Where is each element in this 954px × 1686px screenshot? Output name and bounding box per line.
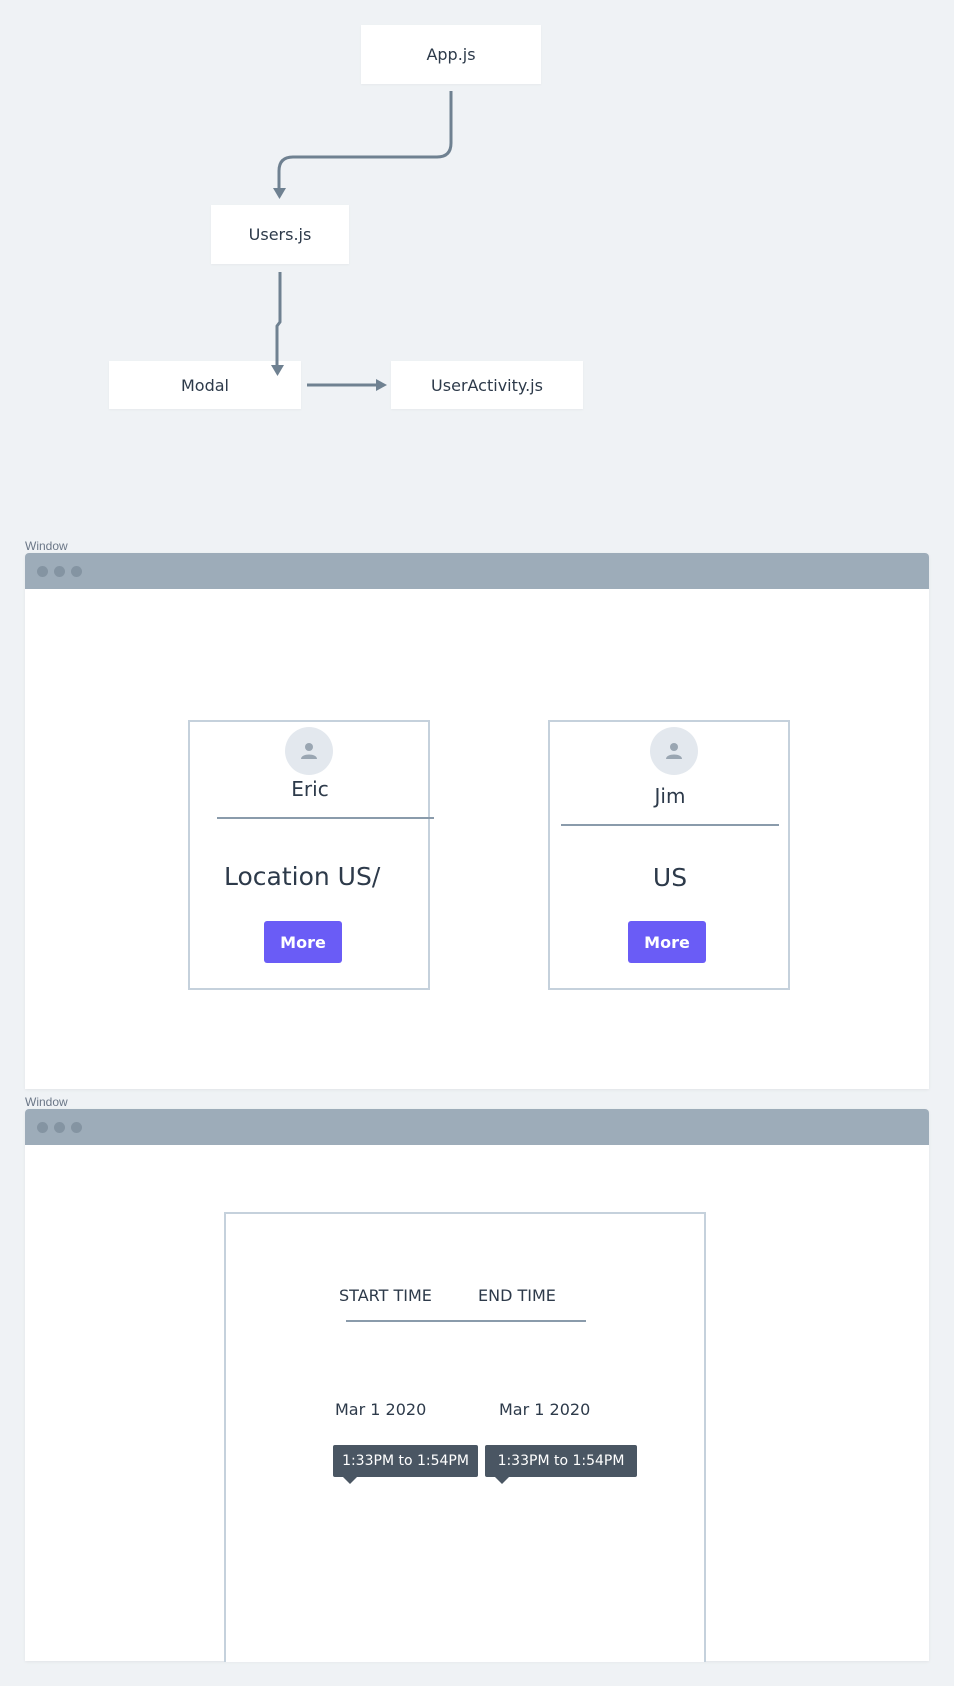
user-location: US [652, 863, 688, 892]
window-control-dot[interactable] [71, 1122, 82, 1133]
window-control-dot[interactable] [37, 1122, 48, 1133]
card-divider [217, 817, 434, 819]
arrow-icon [376, 379, 387, 391]
node-app-js: App.js [361, 25, 541, 84]
more-button[interactable]: More [628, 921, 706, 963]
avatar [650, 727, 698, 775]
user-name: Eric [291, 777, 329, 801]
window-caption: Window [25, 1095, 68, 1109]
window-activity: START TIME END TIME Mar 1 2020 Mar 1 202… [25, 1109, 929, 1662]
window-control-dot[interactable] [71, 566, 82, 577]
window-titlebar [25, 1109, 929, 1145]
end-time-header: END TIME [478, 1286, 556, 1305]
node-users-js: Users.js [211, 205, 349, 264]
header-divider [346, 1320, 586, 1322]
node-modal: Modal [109, 361, 301, 409]
arrow-icon [273, 188, 286, 199]
start-date: Mar 1 2020 [335, 1400, 427, 1419]
user-name: Jim [654, 784, 686, 808]
time-range-tooltip: 1:33PM to 1:54PM [485, 1445, 637, 1484]
avatar [285, 727, 333, 775]
connector-users-to-modal [275, 272, 282, 365]
user-location: Location US/ [224, 862, 381, 891]
connector-app-to-users [277, 91, 453, 188]
diagram-connectors [271, 91, 453, 391]
activity-panel: START TIME END TIME Mar 1 2020 Mar 1 202… [224, 1212, 706, 1662]
window-control-dot[interactable] [54, 1122, 65, 1133]
arrow-icon [271, 365, 284, 376]
window-caption: Window [25, 539, 68, 553]
window-control-dot[interactable] [54, 566, 65, 577]
user-card-jim: Jim US More [548, 720, 790, 990]
node-user-activity-js: UserActivity.js [391, 361, 583, 409]
more-button[interactable]: More [264, 921, 342, 963]
user-card-eric: Eric Location US/ More [188, 720, 434, 990]
user-icon [666, 743, 682, 759]
card-divider [561, 824, 779, 826]
window-control-dot[interactable] [37, 566, 48, 577]
time-range-tooltip: 1:33PM to 1:54PM [333, 1445, 478, 1484]
start-time-header: START TIME [339, 1286, 432, 1305]
window-titlebar [25, 553, 929, 589]
user-icon [301, 743, 317, 759]
window-users: Eric Location US/ More Jim US More [25, 553, 929, 1089]
end-date: Mar 1 2020 [499, 1400, 591, 1419]
